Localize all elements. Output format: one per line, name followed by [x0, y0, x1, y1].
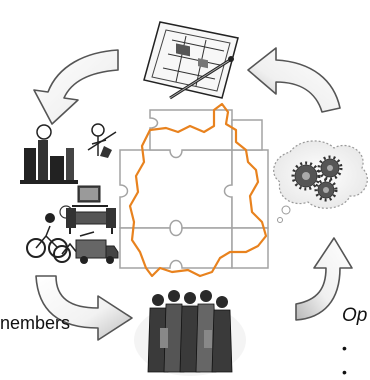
arrow-top-left — [33, 49, 119, 125]
sofa-lounge-icon — [66, 208, 116, 234]
arrow-top-right — [247, 47, 341, 113]
figure-drawing-icon — [87, 123, 117, 158]
bullet-point: • — [342, 364, 347, 380]
truck-icon — [75, 231, 119, 264]
city-buildings-icon — [20, 124, 78, 184]
cyclists-icon — [26, 205, 79, 263]
puzzle-map-icon — [119, 102, 269, 278]
desk-computer-icon — [72, 185, 108, 207]
arrow-bottom-right — [295, 237, 353, 321]
bullet-point: • — [342, 340, 347, 356]
people-group-icon — [134, 290, 246, 376]
members-label: nembers — [0, 313, 71, 333]
thought-bubble-gears-icon — [273, 140, 368, 223]
blueprint-plan-icon — [143, 21, 239, 100]
arrow-bottom-left — [35, 275, 133, 341]
op-label: Op — [342, 305, 368, 326]
